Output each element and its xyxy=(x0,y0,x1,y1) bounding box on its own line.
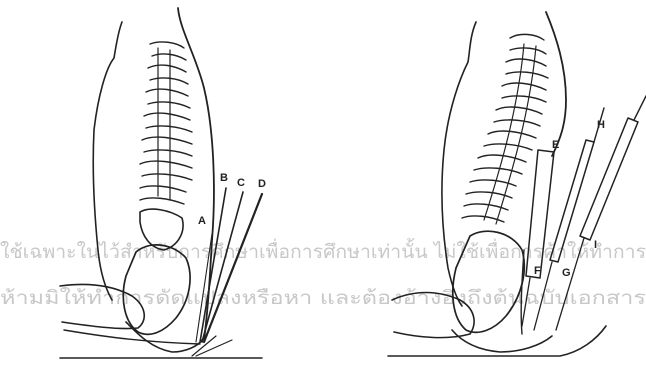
label-b: B xyxy=(220,172,228,184)
watermark-line-2: ห้ามมิให้ทำการดัดแปลงหรือหา และต้องอ้างอ… xyxy=(0,287,646,309)
label-c: C xyxy=(237,177,245,189)
left-thigh-outline xyxy=(64,330,200,344)
left-vertebral-column xyxy=(140,42,192,250)
label-f: F xyxy=(534,265,541,277)
left-support-line xyxy=(192,336,232,356)
label-h: H xyxy=(597,119,605,131)
right-torso-front-outline xyxy=(442,22,476,306)
left-muscle-line-c xyxy=(202,192,243,342)
label-g: G xyxy=(562,267,571,279)
label-a: A xyxy=(198,215,206,227)
label-d: D xyxy=(258,178,266,190)
right-torso-back-outline xyxy=(546,12,566,156)
right-femur-head xyxy=(452,330,552,352)
label-i: I xyxy=(594,239,597,251)
right-bar-i xyxy=(580,118,638,240)
right-rod-i xyxy=(634,96,646,120)
label-e: E xyxy=(552,139,559,151)
right-vertebral-column xyxy=(462,34,548,224)
left-femur-head xyxy=(126,322,202,352)
